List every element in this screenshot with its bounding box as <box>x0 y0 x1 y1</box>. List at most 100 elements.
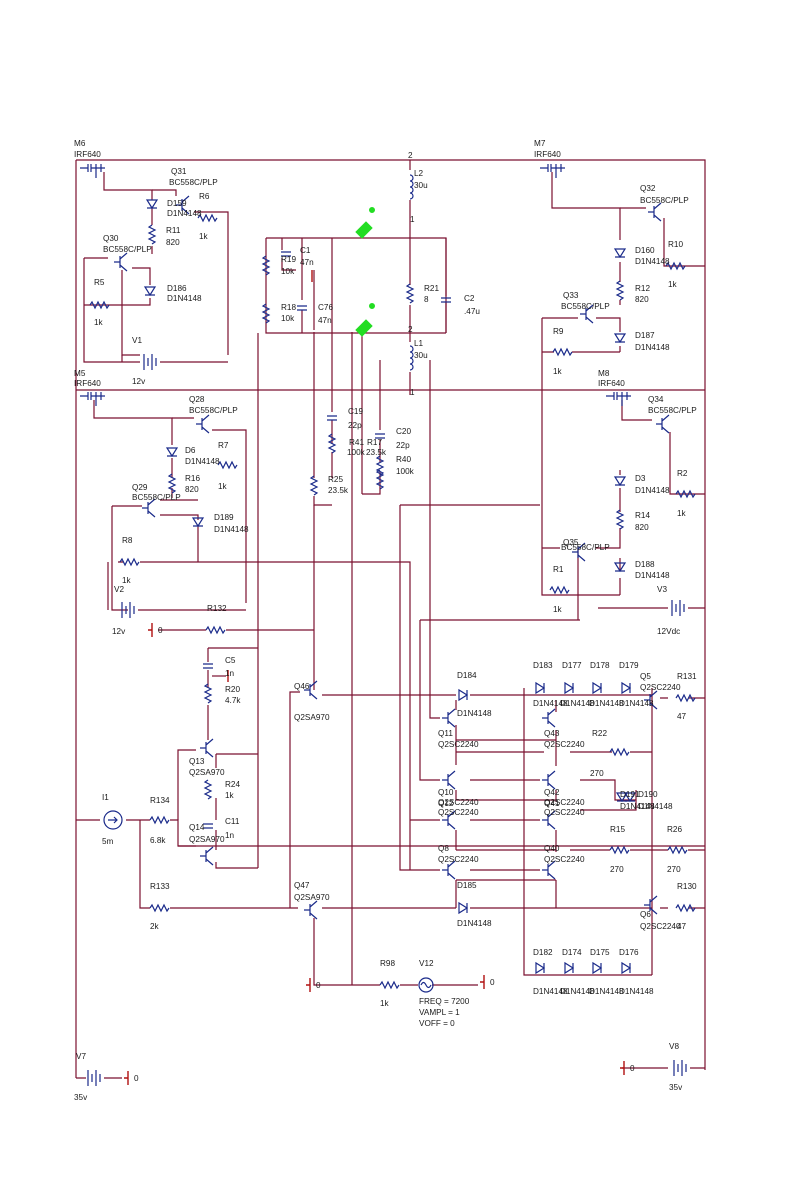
q31-symbol <box>176 195 190 215</box>
q10-symbol <box>442 770 456 790</box>
m8-symbol <box>606 392 631 406</box>
v8-symbol <box>673 1060 687 1076</box>
ground-node-label: 0 <box>630 1064 635 1073</box>
r19-value-label: 10k <box>281 267 295 276</box>
d177-value-label: D1N4148 <box>560 699 595 708</box>
r1-ref-label: R1 <box>553 565 564 574</box>
v7-ref-label: V7 <box>76 1052 86 1061</box>
r98-value-label: 1k <box>380 999 390 1008</box>
ground-icon <box>306 978 311 992</box>
c1-symbol <box>281 251 291 257</box>
d3-ref-label: D3 <box>635 474 646 483</box>
d186-symbol <box>143 286 157 297</box>
d6-value-label: D1N4148 <box>185 457 220 466</box>
node-number-label: 2 <box>408 325 413 334</box>
c19-symbol <box>327 415 337 421</box>
q10-value-label: Q2SC2240 <box>438 798 479 807</box>
d190-ref-label: D190 <box>638 790 658 799</box>
d188-ref-label: D188 <box>635 560 655 569</box>
r21-symbol <box>405 283 415 304</box>
v1-symbol <box>143 354 157 370</box>
q5-value-label: Q2SC2240 <box>640 683 681 692</box>
q14-ref-label: Q14 <box>189 823 205 832</box>
d183-ref-label: D183 <box>533 661 553 670</box>
r24-ref-label: R24 <box>225 780 240 789</box>
r7-symbol <box>217 460 238 470</box>
q14-value-label: Q2SA970 <box>189 835 225 844</box>
r1-symbol <box>549 585 570 595</box>
q6-value-label: Q2SC2240 <box>640 922 681 931</box>
q46-ref-label: Q46 <box>294 682 310 691</box>
c20-symbol <box>375 433 385 439</box>
d176-ref-label: D176 <box>619 948 639 957</box>
ground-node-label: 0 <box>134 1074 139 1083</box>
d187-symbol <box>613 333 627 344</box>
r10-value-label: 1k <box>668 280 678 289</box>
r8-symbol <box>119 557 140 567</box>
q47-value-label: Q2SA970 <box>294 893 330 902</box>
r41-ref-label: R41 <box>349 438 364 447</box>
v3-symbol <box>671 600 685 616</box>
r20-value-label: 4.7k <box>225 696 241 705</box>
c76-ref-label: C76 <box>318 303 333 312</box>
d177-ref-label: D177 <box>562 661 582 670</box>
l2-value-label: 30u <box>414 181 428 190</box>
d179-ref-label: D179 <box>619 661 639 670</box>
r134-ref-label: R134 <box>150 796 170 805</box>
r25-ref-label: R25 <box>328 475 343 484</box>
q28-ref-label: Q28 <box>189 395 205 404</box>
m5-ref-label: M5 <box>74 369 86 378</box>
r15-ref-label: R15 <box>610 825 625 834</box>
d3-value-label: D1N4148 <box>635 486 670 495</box>
r12-ref-label: R12 <box>635 284 650 293</box>
q10-ref-label: Q10 <box>438 788 454 797</box>
m5-symbol <box>80 392 105 406</box>
d3-symbol <box>613 476 627 487</box>
r24-value-label: 1k <box>225 791 235 800</box>
r18-ref-label: R18 <box>281 303 296 312</box>
q5-symbol <box>644 690 658 710</box>
i1-ref-label: I1 <box>102 793 109 802</box>
q13-ref-label: Q13 <box>189 757 205 766</box>
m5-value-label: IRF640 <box>74 379 101 388</box>
q47-ref-label: Q47 <box>294 881 310 890</box>
ground-node-label: 0 <box>158 626 163 635</box>
v12-ref-label: V12 <box>419 959 434 968</box>
node-number-label: 1 <box>410 215 415 224</box>
q32-ref-label: Q32 <box>640 184 656 193</box>
voltage-probe-bottom-icon <box>355 303 375 337</box>
q42-ref-label: Q42 <box>544 788 560 797</box>
r98-symbol <box>379 980 400 990</box>
i1-value-label: 5m <box>102 837 114 846</box>
c5-symbol <box>203 663 213 669</box>
r8-ref-label: R8 <box>122 536 133 545</box>
d191-symbol <box>623 792 637 803</box>
r11-symbol <box>147 224 157 245</box>
r17-ref-label: R17 <box>367 438 382 447</box>
d184-symbol <box>458 688 469 702</box>
q30-symbol <box>114 252 128 272</box>
r17-value-label: 23.5k <box>366 448 387 457</box>
q12-value-label: Q2SC2240 <box>438 808 479 817</box>
r9-value-label: 1k <box>553 367 563 376</box>
v12-param-label: VOFF = 0 <box>419 1019 455 1028</box>
r11-value-label: 820 <box>166 238 180 247</box>
d184-value-label: D1N4148 <box>457 709 492 718</box>
r9-ref-label: R9 <box>553 327 564 336</box>
r22-symbol <box>609 747 630 757</box>
v2-value-label: 12v <box>112 627 126 636</box>
c2-ref-label: C2 <box>464 294 475 303</box>
q33-ref-label: Q33 <box>563 291 579 300</box>
q8-ref-label: Q8 <box>438 844 449 853</box>
c20-ref-label: C20 <box>396 427 411 436</box>
c19-ref-label: C19 <box>348 407 363 416</box>
r131-symbol <box>675 693 696 703</box>
d184-ref-label: D184 <box>457 671 477 680</box>
r16-ref-label: R16 <box>185 474 200 483</box>
d186-value-label: D1N4148 <box>167 294 202 303</box>
c1-value-label: 47n <box>300 258 314 267</box>
l1-symbol <box>409 345 414 371</box>
r6-ref-label: R6 <box>199 192 210 201</box>
q34-symbol <box>656 414 670 434</box>
